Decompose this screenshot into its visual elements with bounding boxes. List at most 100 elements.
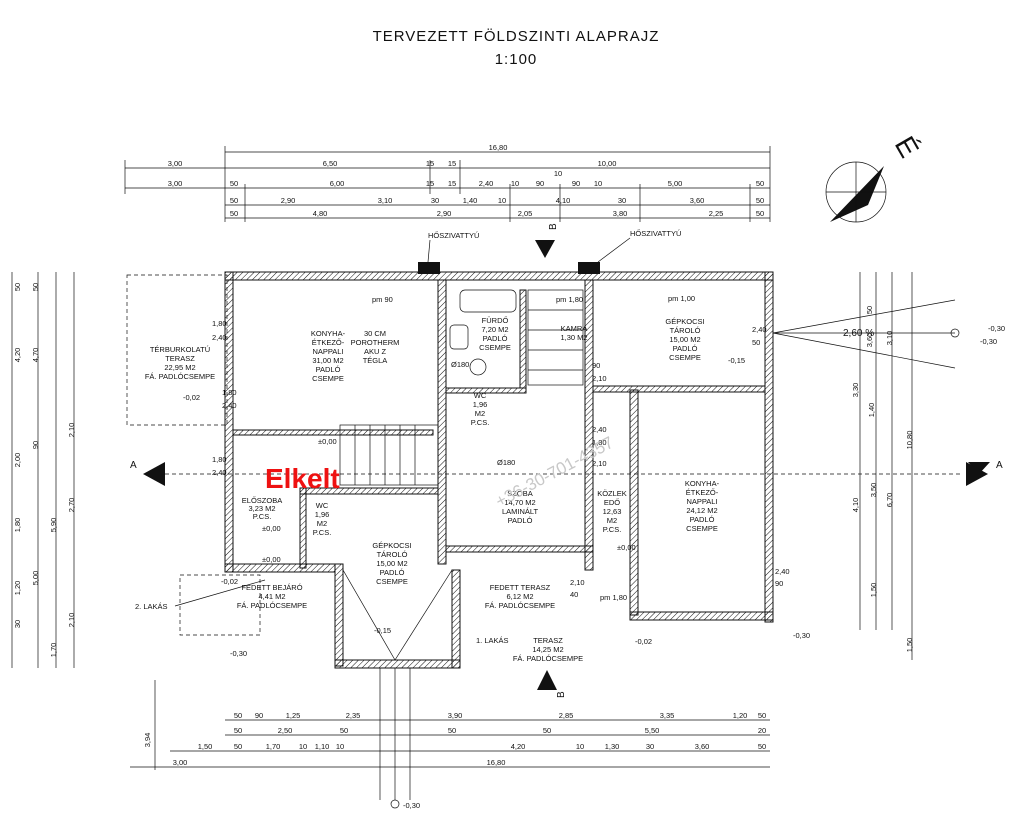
dim-right-11: 1,50: [869, 583, 878, 598]
svg-text:GÉPKOCSI: GÉPKOCSI: [665, 317, 704, 326]
svg-text:3,23 M2: 3,23 M2: [248, 504, 275, 513]
dim-r5-1: 4,80: [313, 209, 328, 218]
svg-text:Ø180: Ø180: [451, 360, 469, 369]
svg-text:NAPPALI: NAPPALI: [312, 347, 343, 356]
dim-left-5: 90: [31, 441, 40, 449]
bottom-dimensions: [130, 680, 770, 770]
dim-r5-4: 3,80: [613, 209, 628, 218]
svg-text:22,95 M2: 22,95 M2: [164, 363, 195, 372]
toilet-icon: [449, 324, 469, 350]
dim-b1-6: 3,35: [660, 711, 675, 720]
svg-text:1,96: 1,96: [473, 400, 488, 409]
heat-pump-right-icon: [578, 262, 600, 274]
inner-dimensions: 1,80 2,40 1,80 2,40 1,80 2,40 pm 90 pm 1…: [212, 294, 790, 602]
svg-text:-0,30: -0,30: [403, 801, 420, 810]
dim-r5-0: 50: [230, 209, 238, 218]
svg-text:2,40: 2,40: [752, 325, 767, 334]
apartment-2-label: 2. LAKÁS: [135, 602, 168, 611]
heat-pump-left-icon: [418, 262, 440, 274]
dim-b4-0: 3,00: [173, 758, 188, 767]
svg-text:LAMINÁLT: LAMINÁLT: [502, 507, 539, 516]
dim-r3-8: 10: [554, 169, 562, 178]
dim-left-19: 1,70: [49, 643, 58, 658]
dim-right-1: 3,60: [865, 333, 874, 348]
svg-text:-0,30: -0,30: [980, 337, 997, 346]
svg-text:KONYHA-: KONYHA-: [685, 479, 720, 488]
driveway-slope: [772, 299, 960, 369]
svg-text:KONYHA-: KONYHA-: [311, 329, 346, 338]
dim-r3-2: 6,00: [330, 179, 345, 188]
dim-r5-2: 2,90: [437, 209, 452, 218]
dim-r3-10: 10: [594, 179, 602, 188]
svg-text:ÉTKEZŐ-: ÉTKEZŐ-: [686, 488, 719, 497]
dim-b3-3: 10: [299, 742, 307, 751]
dim-r3-5: 2,40: [479, 179, 494, 188]
svg-text:90: 90: [592, 361, 600, 370]
dim-b3-2: 1,70: [266, 742, 281, 751]
room-garage-right: GÉPKOCSI TÁROLÓ 15,00 M2 PADLÓ CSEMPE: [665, 317, 704, 362]
svg-text:P.CS.: P.CS.: [253, 512, 272, 521]
room-garage-left: GÉPKOCSI TÁROLÓ 15,00 M2 PADLÓ CSEMPE: [372, 541, 411, 586]
room-pantry: KAMRA 1,30 M2: [560, 324, 587, 342]
dim-right-15: 3,10: [885, 331, 894, 346]
dim-b3-5: 10: [336, 742, 344, 751]
heat-pump-right-label: HŐSZIVATTYÚ: [630, 229, 681, 238]
svg-text:pm 1,80: pm 1,80: [600, 593, 627, 602]
section-b-top-label: B: [548, 223, 559, 230]
staircase: [339, 289, 584, 486]
dim-r4-4: 1,40: [463, 196, 478, 205]
dim-r5-6: 50: [756, 209, 764, 218]
svg-text:FÜRDŐ: FÜRDŐ: [482, 316, 509, 325]
svg-text:P.CS.: P.CS.: [471, 418, 490, 427]
plan-title: TERVEZETT FÖLDSZINTI ALAPRAJZ: [373, 27, 660, 45]
room-living-right: KONYHA- ÉTKEZŐ- NAPPALI 24,12 M2 PADLÓ C…: [685, 479, 720, 533]
svg-text:CSEMPE: CSEMPE: [479, 343, 511, 352]
svg-text:1,80: 1,80: [212, 319, 227, 328]
svg-text:KAMRA: KAMRA: [561, 324, 588, 333]
dim-right-4: 1,40: [867, 403, 876, 418]
dim-b2-4: 50: [543, 726, 551, 735]
svg-text:ELŐSZOBA: ELŐSZOBA: [242, 496, 282, 505]
svg-text:SZOBA: SZOBA: [507, 489, 532, 498]
svg-text:FEDETT TERASZ: FEDETT TERASZ: [490, 583, 551, 592]
dim-b1-2: 1,25: [286, 711, 301, 720]
dim-r4-8: 3,60: [690, 196, 705, 205]
svg-text:CSEMPE: CSEMPE: [686, 524, 718, 533]
dim-top-a: 3,00: [168, 159, 183, 168]
svg-text:CSEMPE: CSEMPE: [669, 353, 701, 362]
svg-text:15,00 M2: 15,00 M2: [376, 559, 407, 568]
svg-text:POROTHERM: POROTHERM: [351, 338, 400, 347]
svg-text:-0,02: -0,02: [221, 577, 238, 586]
dim-right-13: 1,50: [905, 638, 914, 653]
section-a-left-icon: [143, 462, 165, 486]
svg-text:TERASZ: TERASZ: [533, 636, 563, 645]
dim-b3-11: 50: [758, 742, 766, 751]
dim-r4-6: 4,10: [556, 196, 571, 205]
dim-b3-7: 10: [576, 742, 584, 751]
svg-text:2,10: 2,10: [592, 459, 607, 468]
svg-text:PADLÓ: PADLÓ: [508, 516, 533, 525]
wall-note: 30 CM POROTHERM AKU Z TÉGLA: [351, 329, 400, 365]
svg-text:31,00 M2: 31,00 M2: [312, 356, 343, 365]
dim-right-0: 50: [865, 306, 874, 314]
svg-text:1,96: 1,96: [315, 510, 330, 519]
svg-text:PADLÓ: PADLÓ: [483, 334, 508, 343]
svg-text:6,12 M2: 6,12 M2: [506, 592, 533, 601]
dim-b2-1: 2,50: [278, 726, 293, 735]
sold-stamp: Elkelt: [265, 463, 340, 494]
svg-text:P.CS.: P.CS.: [603, 525, 622, 534]
dim-r5-5: 2,25: [709, 209, 724, 218]
svg-text:TERASZ: TERASZ: [165, 354, 195, 363]
dim-r3-1: 50: [230, 179, 238, 188]
dim-b-side: 3,94: [143, 733, 152, 748]
dim-left-4: 2,10: [67, 423, 76, 438]
room-covered-terrace: FEDETT TERASZ 6,12 M2 FÁ. PADLÓCSEMPE: [485, 583, 555, 610]
svg-text:FEDETT BEJÁRÓ: FEDETT BEJÁRÓ: [241, 583, 302, 592]
dim-r5-3: 2,05: [518, 209, 533, 218]
room-bedroom: SZOBA 14,70 M2 LAMINÁLT PADLÓ: [502, 489, 539, 525]
svg-text:M2: M2: [317, 519, 327, 528]
phone-watermark: +36-30-701-4357: [492, 433, 617, 511]
dim-left-15: 5,00: [31, 571, 40, 586]
dim-b2-2: 50: [340, 726, 348, 735]
